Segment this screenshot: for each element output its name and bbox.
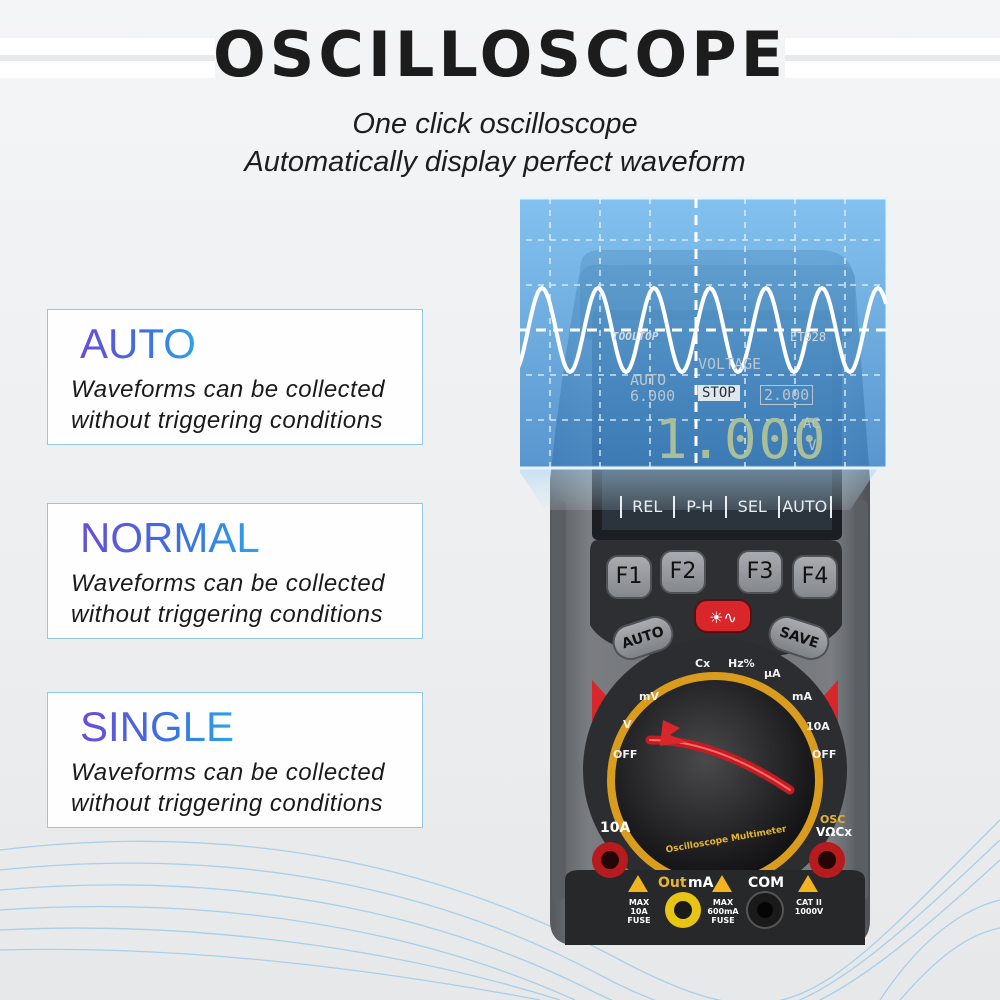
terminal-10a-label: 10A xyxy=(600,820,631,836)
softkey-sel[interactable]: SEL xyxy=(725,496,778,518)
cat-rating-line-1: CAT II xyxy=(796,898,822,907)
model-label: ET928 xyxy=(790,330,827,344)
fuse-600ma-line-1: MAX xyxy=(712,898,734,907)
fuse-10a-line-3: FUSE xyxy=(627,916,651,925)
terminal-vocx-jack[interactable] xyxy=(809,842,845,878)
subtitle-line-1: One click oscilloscope xyxy=(352,108,638,140)
screen-stop-label: STOP xyxy=(698,385,740,401)
brand-label: TOOLTOP xyxy=(612,330,659,343)
multimeter-body: ☀∿ xyxy=(520,196,889,945)
screen-value-right: 2.000 xyxy=(760,385,814,405)
mode-desc-line-1: Waveforms can be collected xyxy=(71,759,386,786)
mode-desc-single: Waveforms can be collected without trigg… xyxy=(71,757,385,819)
cat-rating-label: CAT II 1000V xyxy=(792,898,826,916)
screen-unit-ac: AC xyxy=(803,416,820,432)
dial-ua: µA xyxy=(764,667,781,680)
svg-text:☀∿: ☀∿ xyxy=(709,608,737,627)
screen-unit-v: V xyxy=(808,438,817,454)
dial-v: V xyxy=(623,718,632,731)
f1-button[interactable]: F1 xyxy=(606,555,652,599)
mode-title-single: SINGLE xyxy=(80,703,235,750)
screen-reading: 1.000 xyxy=(655,408,828,471)
mode-card-single: SINGLE Waveforms can be collected withou… xyxy=(47,692,423,828)
screen-value-left: 6.000 xyxy=(630,387,676,405)
softkey-rel[interactable]: REL xyxy=(620,496,673,518)
title-bar-right xyxy=(785,38,1000,78)
mode-desc-line-1: Waveforms can be collected xyxy=(71,570,386,597)
dial-cx: Cx xyxy=(695,657,711,670)
cat-rating-line-2: 1000V xyxy=(794,907,824,916)
screen-auto-label: AUTO xyxy=(630,371,667,389)
f3-button[interactable]: F3 xyxy=(737,550,783,594)
dial-ma: mA xyxy=(792,690,812,703)
softkey-auto[interactable]: AUTO xyxy=(777,496,832,518)
subtitle-line-2: Automatically display perfect waveform xyxy=(244,146,746,178)
terminal-com-label: COM xyxy=(748,875,785,891)
dial-hz: Hz% xyxy=(728,657,755,670)
rotary-dial-knob[interactable] xyxy=(625,690,805,870)
mode-desc-line-1: Waveforms can be collected xyxy=(71,376,386,403)
dial-10a: 10A xyxy=(806,720,830,733)
dial-off-left: OFF xyxy=(613,748,638,761)
terminal-out-label: Out xyxy=(658,875,687,891)
page-title: OSCILLOSCOPE xyxy=(212,18,788,91)
f4-button[interactable]: F4 xyxy=(792,555,838,599)
fuse-600ma-line-3: FUSE xyxy=(711,916,735,925)
terminal-vocx-label: VΩCx xyxy=(816,825,853,839)
terminal-ma-jack[interactable] xyxy=(665,892,701,928)
multimeter-device: ☀∿ xyxy=(520,180,890,950)
screen-mode-label: VOLTAGE xyxy=(698,355,762,373)
mode-desc-line-2: without triggering conditions xyxy=(71,790,384,817)
fuse-10a-line-2: 10A xyxy=(630,907,648,916)
mode-card-auto: AUTO Waveforms can be collected without … xyxy=(47,309,423,445)
mode-title-normal: NORMAL xyxy=(80,514,260,561)
f2-button[interactable]: F2 xyxy=(660,550,706,594)
mode-desc-line-2: without triggering conditions xyxy=(71,601,384,628)
terminal-10a-jack[interactable] xyxy=(592,842,628,878)
mode-desc-line-2: without triggering conditions xyxy=(71,407,384,434)
softkey-p-h[interactable]: P-H xyxy=(672,496,726,518)
background-lines xyxy=(0,819,1000,1000)
mode-title-auto: AUTO xyxy=(80,320,196,367)
fuse-600ma-label: MAX 600mA FUSE xyxy=(706,898,740,925)
mode-card-normal: NORMAL Waveforms can be collected withou… xyxy=(47,503,423,639)
dial-mv: mV xyxy=(639,690,659,703)
title-bar-left xyxy=(0,38,215,78)
fuse-10a-label: MAX 10A FUSE xyxy=(623,898,655,925)
fuse-10a-line-1: MAX xyxy=(628,898,650,907)
softkey-bar: REL P-H SEL AUTO xyxy=(620,496,832,518)
mode-desc-normal: Waveforms can be collected without trigg… xyxy=(71,568,385,630)
mode-desc-auto: Waveforms can be collected without trigg… xyxy=(71,374,385,436)
terminal-ma-label: mA xyxy=(688,875,714,891)
terminal-osc-label: OSC xyxy=(820,813,846,826)
fuse-600ma-line-2: 600mA xyxy=(707,907,739,916)
dial-off-right: OFF xyxy=(812,748,837,761)
terminal-com-jack[interactable] xyxy=(747,892,783,928)
